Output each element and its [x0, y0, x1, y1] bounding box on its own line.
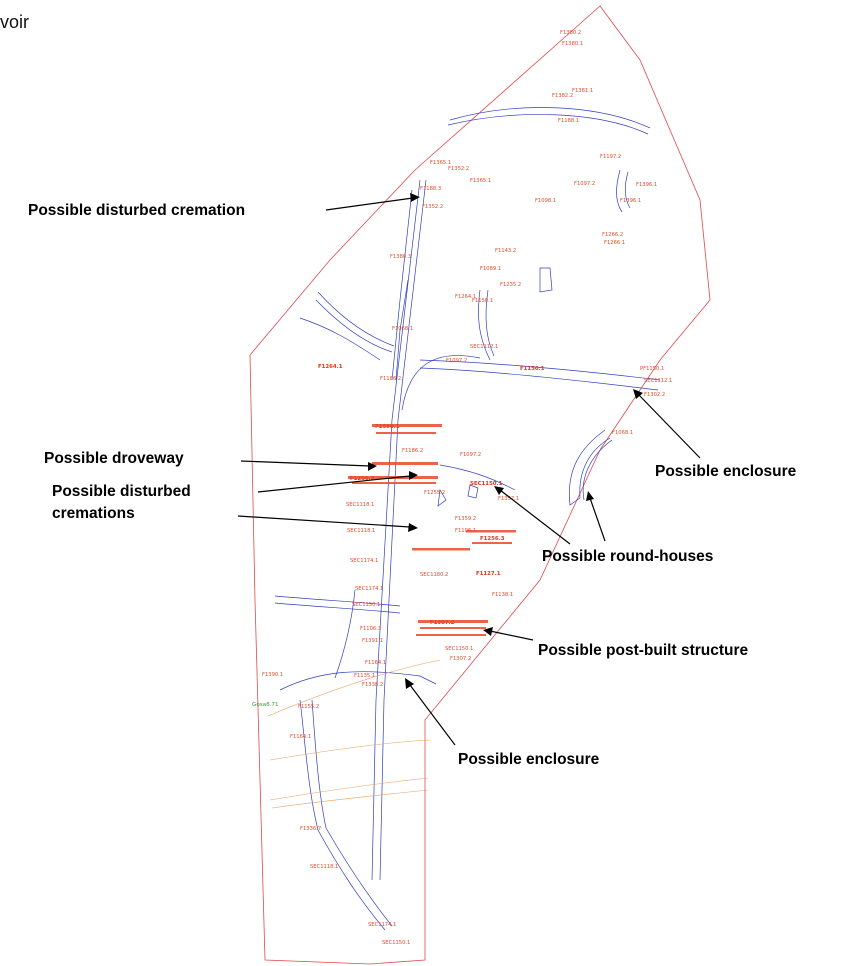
feature-label: F1266.2 — [602, 232, 623, 238]
feature-label: F1098.1 — [535, 198, 556, 204]
feature-label: F1391.1 — [362, 638, 383, 644]
feature-label: F1380.1 — [562, 41, 583, 47]
feature-label: F1336.7 — [300, 826, 321, 832]
feature-label: F1390.1 — [262, 672, 283, 678]
callout-enclosure-south: Possible enclosure — [458, 751, 600, 768]
callout-arrow — [240, 460, 371, 467]
feature-label: F1264.1 — [455, 294, 476, 300]
service-lines — [267, 659, 441, 809]
feature-label: SEC1150.1 — [445, 646, 473, 652]
feature-label: F1097.2 — [460, 452, 481, 458]
feature-label: F1127.1 — [476, 571, 501, 577]
feature-label: F1235.2 — [500, 282, 521, 288]
callout-disturbed-cremation: Possible disturbed cremation — [28, 202, 245, 219]
feature-label: F1106.1 — [455, 528, 476, 534]
feature-label: F1365.1 — [430, 160, 451, 166]
feature-label: SEC1150.1 — [382, 940, 410, 946]
feature-label: F1359.2 — [455, 516, 476, 522]
arrowhead — [483, 627, 493, 636]
feature-label: SEC1174.1 — [350, 558, 378, 564]
callout-disturbed-cremations-line2: cremations — [52, 505, 135, 522]
feature-label-green: Gosa8.71 — [252, 702, 279, 708]
feature-label: SEC1118.1 — [347, 528, 375, 534]
feature-label: F1256.3 — [480, 536, 505, 542]
callout-arrow — [589, 497, 606, 542]
feature-label: F1068.1 — [612, 430, 633, 436]
feature-label: F1352.2 — [448, 166, 469, 172]
feature-label: F1338.2 — [362, 682, 383, 688]
callout-arrow — [237, 515, 411, 528]
feature-label: F1255.2 — [424, 490, 445, 496]
ditch-lines — [274, 107, 661, 931]
callout-enclosure-east: Possible enclosure — [655, 463, 797, 480]
arrowhead — [494, 486, 504, 495]
arrowhead — [368, 462, 377, 471]
callout-arrow — [499, 489, 571, 545]
corner-text: voir — [0, 12, 30, 32]
feature-label: PF1150.1 — [640, 366, 664, 372]
feature-label: F1186.2 — [380, 376, 401, 382]
callout-droveway: Possible droveway — [44, 450, 184, 467]
arrowhead — [410, 193, 420, 202]
feature-label: F1164.1 — [365, 660, 386, 666]
feature-label: F1068.1 — [392, 326, 413, 332]
arrowhead — [586, 491, 594, 501]
feature-label: F1188.1 — [558, 118, 579, 124]
feature-label: F1150.1 — [472, 298, 493, 304]
callouts: Possible disturbed cremation Possible dr… — [28, 193, 797, 768]
callout-arrow — [257, 475, 411, 493]
feature-label: F1396.1 — [636, 182, 657, 188]
feature-label: F1302.2 — [644, 392, 665, 398]
feature-label: F1150.1 — [520, 366, 545, 372]
arrowhead — [409, 471, 418, 480]
callout-disturbed-cremations-line1: Possible disturbed — [52, 483, 191, 500]
feature-label: F1396.1 — [620, 198, 641, 204]
feature-label: SEC1174.1 — [355, 586, 383, 592]
feature-label: F1380.3 — [390, 254, 411, 260]
callout-round-houses: Possible round-houses — [542, 548, 713, 565]
arrowhead — [633, 389, 643, 399]
feature-label: F1307.2 — [450, 656, 471, 662]
arrowhead — [408, 523, 418, 532]
feature-label: SEC1112.1 — [644, 378, 672, 384]
feature-label: F1143.2 — [495, 248, 516, 254]
feature-label: SEC1180.2 — [420, 572, 448, 578]
arrowhead — [405, 678, 414, 689]
feature-label: F1089.1 — [480, 266, 501, 272]
feature-label: F1138.1 — [492, 592, 513, 598]
feature-labels: F1380.2 F1380.1 F1381.1 F1382.2 F1188.1 … — [252, 30, 672, 946]
site-boundary — [249, 5, 711, 965]
feature-label: F1365.1 — [470, 178, 491, 184]
feature-label: F1097.2 — [446, 358, 467, 364]
feature-label: F1382.2 — [552, 93, 573, 99]
feature-label: F1357.1 — [498, 496, 519, 502]
feature-label: F1380.2 — [560, 30, 581, 36]
callout-arrow — [489, 630, 534, 641]
callout-post-built-structure: Possible post-built structure — [538, 642, 749, 659]
feature-label: F1135.1 — [354, 673, 375, 679]
feature-label: SEC1150.1 — [352, 602, 380, 608]
feature-label: F1164.1 — [290, 734, 311, 740]
callout-arrow — [409, 684, 456, 746]
feature-label: F1264.1 — [318, 364, 343, 370]
callout-arrow — [637, 393, 701, 459]
feature-label: F1188.3 — [420, 186, 441, 192]
feature-label: SEC1118.1 — [346, 502, 374, 508]
feature-label: F1106.3 — [360, 626, 381, 632]
feature-label: SEC1150.1 — [470, 481, 503, 487]
feature-label: F1097.2 — [574, 181, 595, 187]
feature-label: SEC1174.1 — [368, 922, 396, 928]
feature-label: F1266.1 — [604, 240, 625, 246]
feature-label: SEC1112.1 — [470, 344, 498, 350]
feature-label: F1155.2 — [298, 704, 319, 710]
feature-label: F1186.2 — [402, 448, 423, 454]
feature-label: F1352.2 — [422, 204, 443, 210]
callout-arrow — [325, 197, 414, 211]
feature-label: SEC1118.1 — [310, 864, 338, 870]
feature-label: F1381.1 — [572, 88, 593, 94]
feature-label: F1197.2 — [600, 154, 621, 160]
